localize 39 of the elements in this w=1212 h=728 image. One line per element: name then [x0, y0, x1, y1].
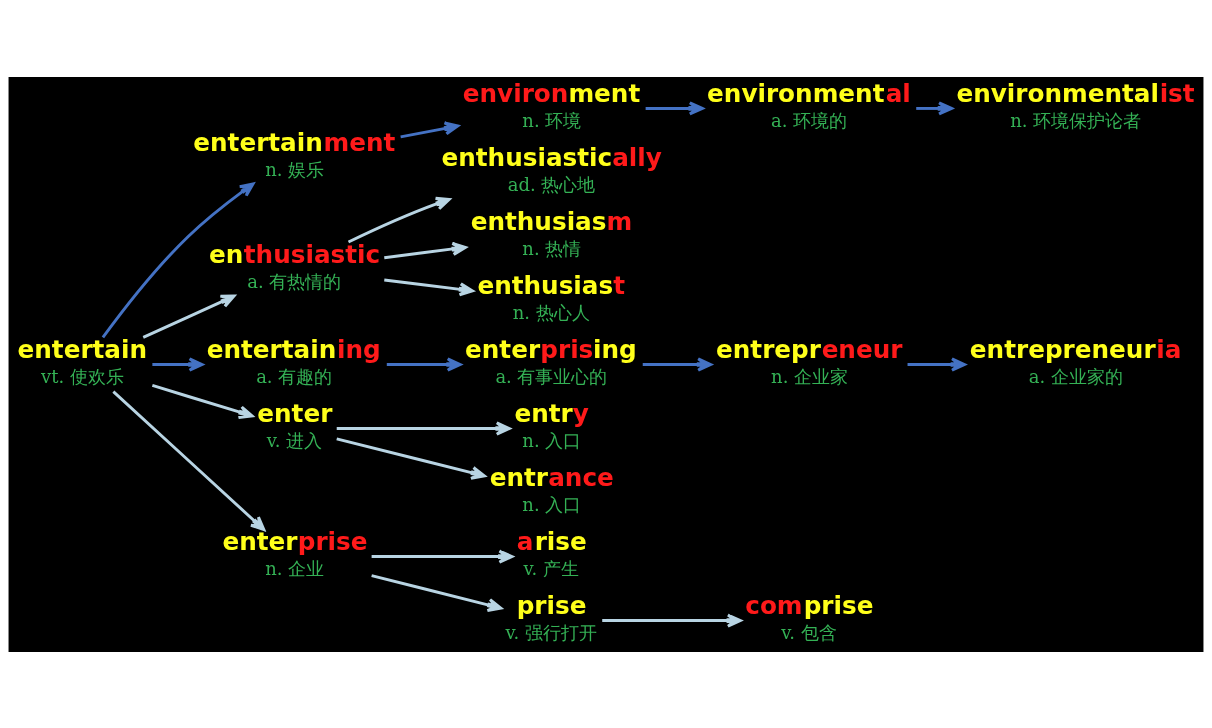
node-text: arise v. 产生: [516, 526, 587, 579]
node-text: entertainment n. 娱乐: [193, 127, 396, 180]
arrow: [336, 421, 511, 436]
arrow: [371, 549, 514, 564]
arrow: [336, 436, 486, 480]
node-text: prise v. 强行打开: [505, 590, 597, 643]
node-text: environmentalist n. 环境保护论者: [956, 78, 1195, 131]
node-text: enterprising a. 有事业心的: [465, 334, 637, 387]
node-text: comprise v. 包含: [745, 590, 874, 643]
arrow: [384, 241, 467, 259]
arrow: [645, 100, 704, 115]
node-text: entrance n. 入口: [489, 462, 614, 515]
node-text: entrepreneur n. 企业家: [716, 334, 903, 387]
arrow: [151, 383, 254, 419]
node-text: entertain vt. 使欢乐: [17, 334, 148, 387]
node-text: enthusiastic a. 有热情的: [209, 239, 381, 292]
arrow: [347, 196, 451, 243]
arrow: [907, 357, 966, 371]
arrow: [916, 100, 953, 115]
node-text: entry n. 入口: [514, 398, 589, 451]
node-text: enthusiast n. 热心人: [477, 270, 626, 323]
arrow: [386, 357, 462, 371]
arrow: [384, 278, 474, 296]
node-text: enthusiasm n. 热情: [470, 206, 633, 259]
arrow: [152, 357, 204, 371]
arrow: [101, 181, 255, 338]
node-text: enterprise n. 企业: [222, 526, 368, 579]
node-text: entertaining a. 有趣的: [206, 334, 381, 387]
arrow: [642, 357, 713, 371]
node-text: entrepreneuria a. 企业家的: [969, 334, 1182, 387]
node-text: environmental a. 环境的: [707, 78, 911, 131]
node-text: environment n. 环境: [462, 78, 641, 131]
node-text: enter v. 进入: [257, 398, 333, 451]
node-text: enthusiastically ad. 热心地: [441, 142, 662, 195]
arrow: [602, 613, 742, 628]
arrow: [112, 390, 266, 531]
arrow: [371, 573, 503, 612]
arrow: [400, 120, 460, 138]
arrow: [142, 294, 236, 339]
